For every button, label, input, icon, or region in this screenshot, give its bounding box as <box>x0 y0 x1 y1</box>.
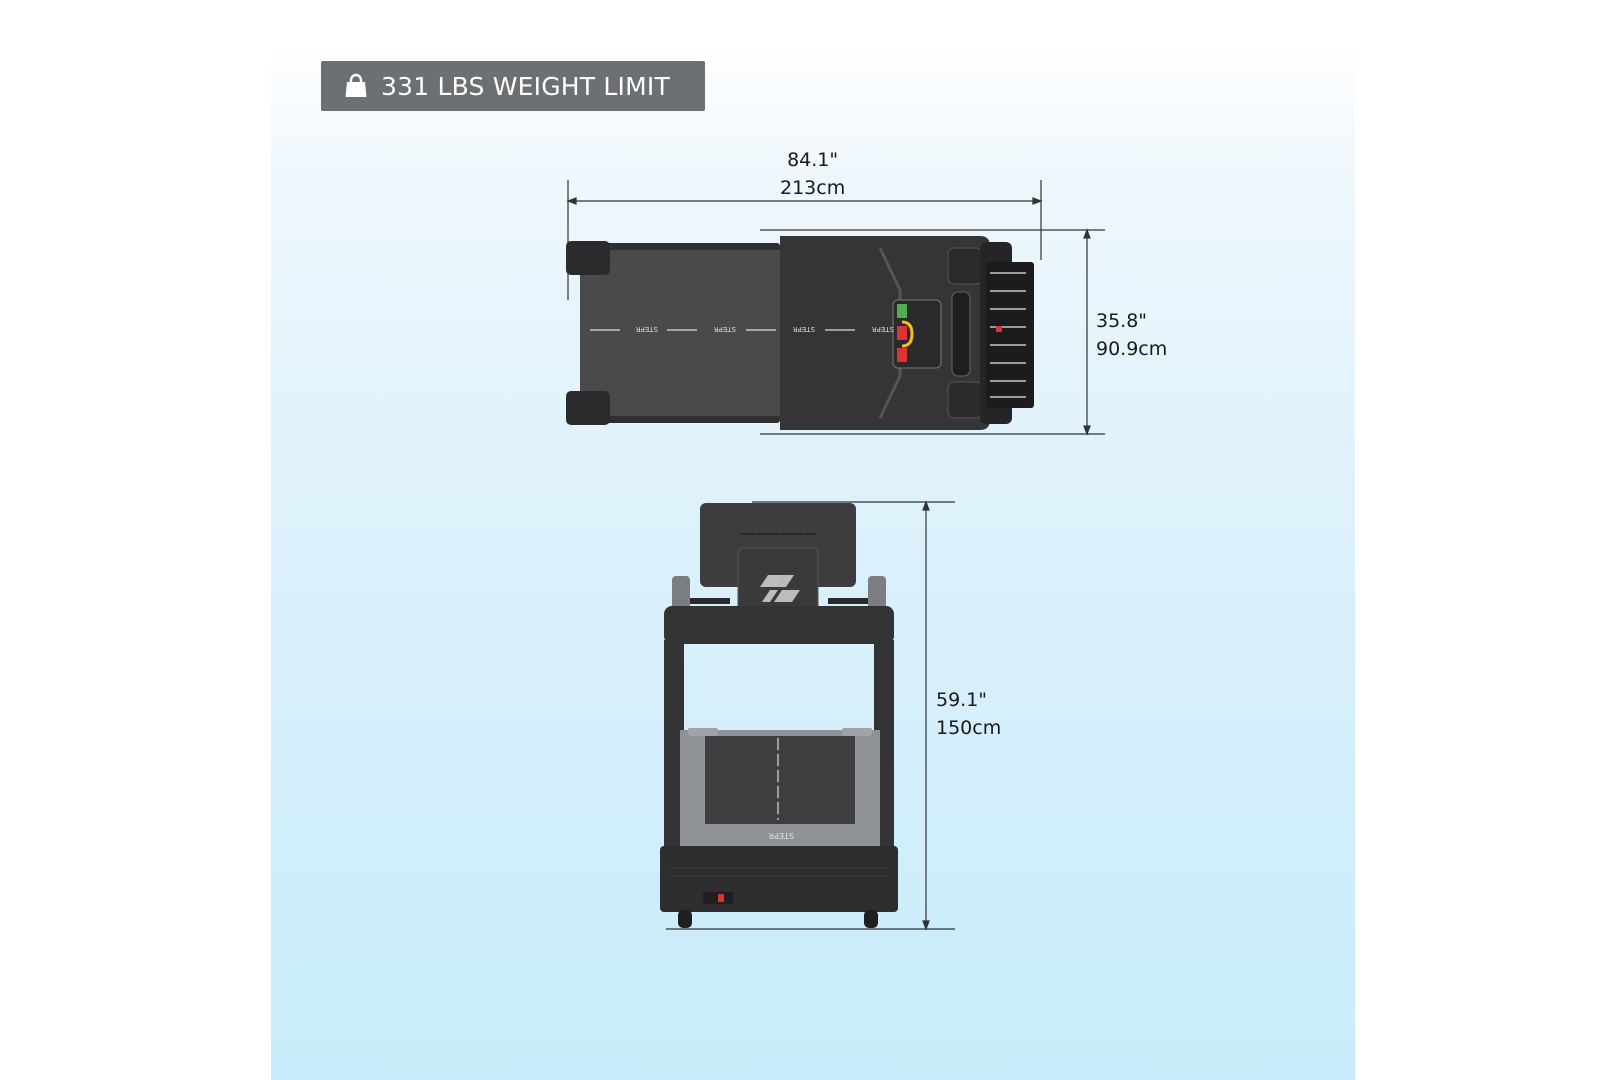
weight-limit-badge: 331 LBS WEIGHT LIMIT <box>321 61 705 111</box>
width-imperial: 35.8" <box>1096 310 1148 332</box>
brand-logo-icon <box>760 575 800 602</box>
width-dimension: 35.8" 90.9cm <box>1096 307 1167 363</box>
height-imperial: 59.1" <box>936 689 988 711</box>
height-dimension-line <box>666 500 955 931</box>
deck-logo: STEPR <box>768 831 794 840</box>
belt-logo: STEPR <box>872 325 894 333</box>
length-dimension: 84.1" 213cm <box>780 146 845 202</box>
length-imperial: 84.1" <box>787 149 839 171</box>
treadmill-front-view: STEPR <box>660 503 898 928</box>
belt-logo: STEPR <box>636 325 658 333</box>
length-metric: 213cm <box>780 177 846 199</box>
belt-logo: STEPR <box>793 325 815 333</box>
length-dimension-line <box>566 180 1043 300</box>
width-dimension-line <box>760 228 1105 436</box>
weight-limit-text: 331 LBS WEIGHT LIMIT <box>381 71 670 101</box>
height-dimension: 59.1" 150cm <box>936 686 1001 742</box>
height-metric: 150cm <box>936 717 1002 739</box>
shopping-bag-icon <box>345 73 367 97</box>
belt-logo: STEPR <box>714 325 736 333</box>
width-metric: 90.9cm <box>1096 338 1168 360</box>
treadmill-top-view: STEPR STEPR STEPR STEPR <box>566 236 1034 430</box>
